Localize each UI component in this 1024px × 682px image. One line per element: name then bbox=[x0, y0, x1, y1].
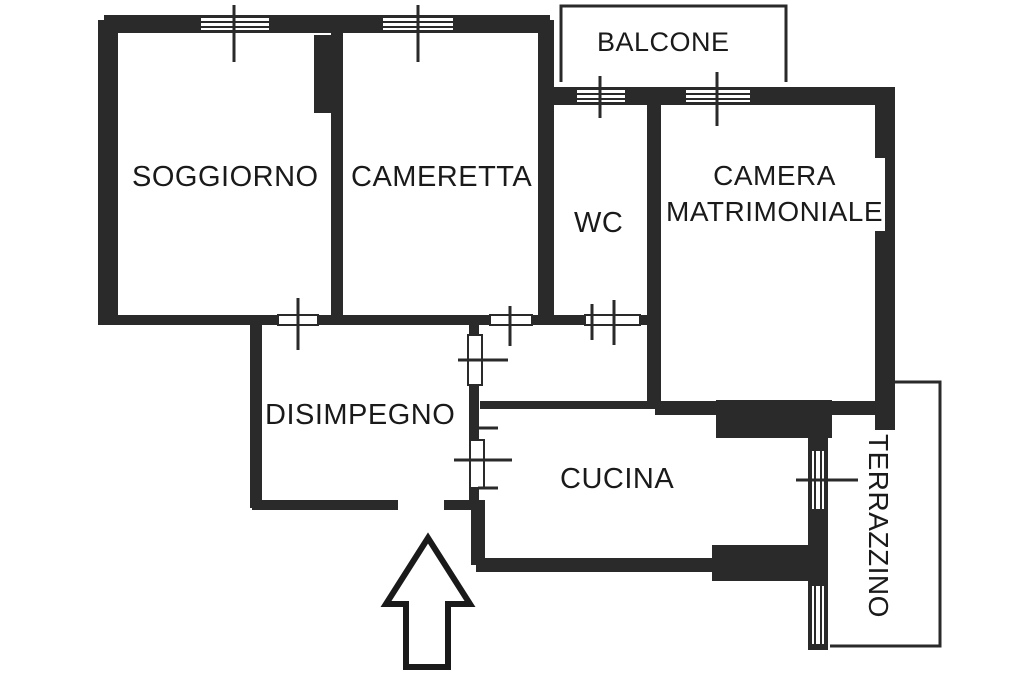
door-soggiorno bbox=[277, 298, 319, 350]
doors bbox=[277, 298, 641, 490]
room-label-cucina: CUCINA bbox=[560, 463, 675, 495]
wall-column bbox=[314, 35, 336, 113]
windows bbox=[199, 5, 858, 646]
window-camera bbox=[684, 72, 752, 126]
window-wc bbox=[575, 76, 627, 118]
room-label-terrazzino: TERRAZZINO bbox=[863, 434, 894, 618]
room-label-camera-matrimoniale: CAMERA MATRIMONIALE bbox=[664, 158, 886, 231]
window-soggiorno bbox=[199, 5, 271, 62]
wall-cucina-block bbox=[712, 545, 822, 581]
walls bbox=[98, 4, 942, 650]
room-label-camera-line1: CAMERA bbox=[713, 160, 836, 191]
door-cucina bbox=[454, 426, 512, 490]
door-cameretta bbox=[489, 306, 533, 346]
room-label-disimpegno: DISIMPEGNO bbox=[263, 399, 458, 432]
door-wc bbox=[584, 300, 641, 345]
window-cucina bbox=[796, 449, 858, 511]
room-label-balcone: BALCONE bbox=[597, 27, 730, 57]
terrazzino-outline bbox=[830, 380, 942, 648]
room-label-wc: WC bbox=[574, 207, 624, 239]
entrance-arrow-icon bbox=[380, 532, 476, 670]
window-cameretta bbox=[381, 5, 455, 62]
door-corridor bbox=[458, 334, 508, 386]
balcone-outline bbox=[559, 4, 788, 82]
room-label-soggiorno: SOGGIORNO bbox=[130, 161, 321, 194]
room-label-cameretta: CAMERETTA bbox=[349, 161, 535, 194]
window-terrazzino bbox=[810, 584, 826, 646]
room-label-camera-line2: MATRIMONIALE bbox=[666, 196, 884, 228]
